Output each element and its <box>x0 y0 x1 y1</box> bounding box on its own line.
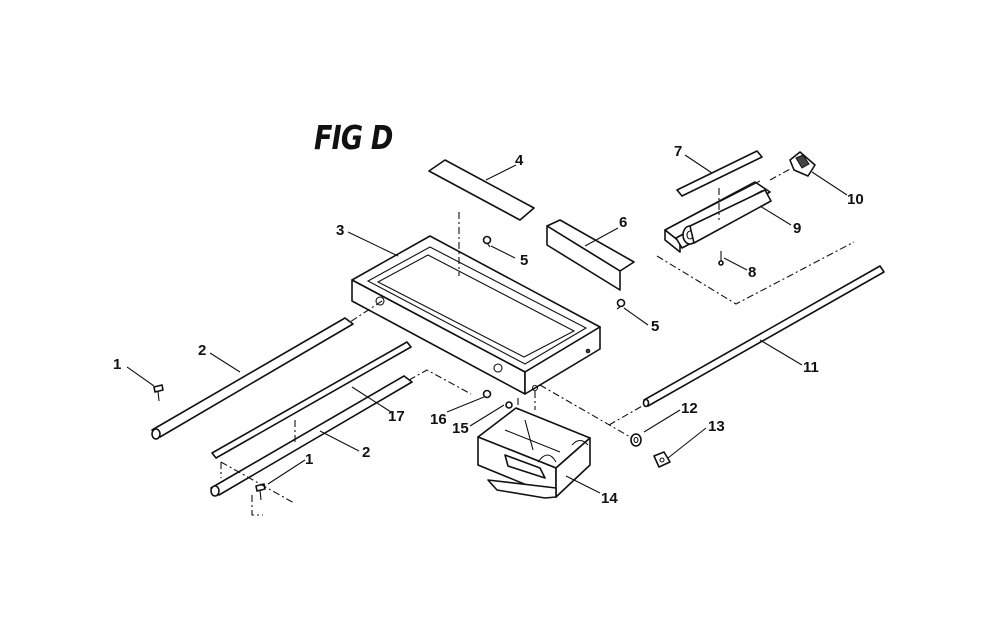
part-7-label-strip <box>676 150 763 197</box>
part-8-screw <box>718 251 724 266</box>
callout-16: 16 <box>430 411 447 428</box>
callout-1-bottom: 1 <box>305 451 313 468</box>
callout-14: 14 <box>601 490 618 507</box>
part-3-extension-table <box>351 235 601 395</box>
part-10-end-cap <box>789 151 816 177</box>
callout-10: 10 <box>847 191 864 208</box>
part-6-label-strip <box>546 219 635 291</box>
callout-6: 6 <box>619 214 627 231</box>
leader-lines <box>126 154 848 494</box>
part-15-washer <box>505 401 513 409</box>
figure-title: FIG D <box>314 118 393 157</box>
part-16-screw <box>482 389 492 399</box>
callout-5-top: 5 <box>520 252 528 269</box>
callout-13: 13 <box>708 418 725 435</box>
assembly-lines <box>220 167 855 516</box>
callout-15: 15 <box>452 420 469 437</box>
part-13-square-nut <box>653 451 671 468</box>
part-5-screw-top <box>482 235 492 248</box>
callout-8: 8 <box>748 264 756 281</box>
callout-2-lower: 2 <box>362 444 370 461</box>
part-2-rail-lower <box>210 375 413 497</box>
part-14-bracket <box>477 384 591 499</box>
part-9-fence <box>664 180 772 253</box>
callout-2-upper: 2 <box>198 342 206 359</box>
part-4-label-strip <box>428 159 535 221</box>
callout-3: 3 <box>336 222 344 239</box>
callout-4: 4 <box>515 152 524 169</box>
part-17-strip <box>211 341 412 459</box>
part-1-screw-left <box>153 384 164 402</box>
callout-5-side: 5 <box>651 318 659 335</box>
callout-1-left: 1 <box>113 356 121 373</box>
callout-9: 9 <box>793 220 801 237</box>
callout-labels: 1 2 3 4 5 5 6 7 8 9 10 11 12 13 14 15 16… <box>113 143 864 507</box>
callout-11: 11 <box>803 359 819 376</box>
callout-7: 7 <box>674 143 682 160</box>
part-5-screw-side <box>616 298 626 310</box>
callout-17: 17 <box>388 408 405 425</box>
part-2-rail-upper <box>151 317 354 440</box>
part-11-rod <box>642 265 885 408</box>
callout-12: 12 <box>681 400 698 417</box>
part-12-washer <box>630 433 642 447</box>
